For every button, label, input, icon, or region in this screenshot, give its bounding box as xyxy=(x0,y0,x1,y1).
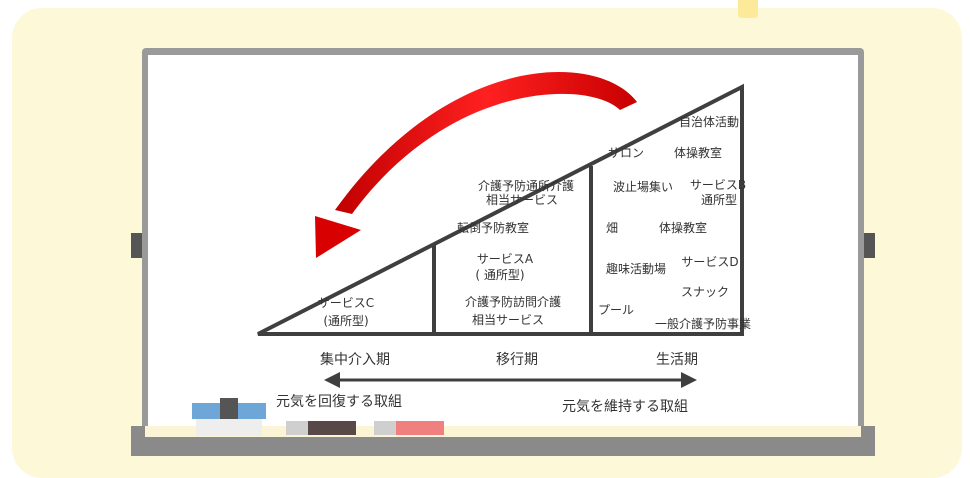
salon: サロン xyxy=(608,146,644,160)
double-arrow-right-head xyxy=(681,372,697,388)
hobby-place: 趣味活動場 xyxy=(606,261,666,276)
curved-arrow-head xyxy=(315,216,361,258)
stand-left xyxy=(131,233,145,258)
exercise-class-2: 体操教室 xyxy=(659,220,707,235)
stand-right xyxy=(861,233,875,258)
eraser-felt xyxy=(196,419,262,436)
goal-maintain: 元気を維持する取組 xyxy=(562,399,688,415)
curved-arrow-body xyxy=(335,71,637,215)
service-d: サービスD xyxy=(681,255,738,269)
municipal-activity: 自治体活動 xyxy=(679,115,739,129)
care-prevention-visit-line1: 介護予防訪問介護 xyxy=(465,294,561,309)
service-a-line1: サービスA xyxy=(477,252,534,266)
exercise-class-1: 体操教室 xyxy=(674,145,722,160)
care-prevention-visit-line2: 相当サービス xyxy=(472,313,544,327)
marker-cap-red xyxy=(374,421,398,435)
service-b-line1: サービスB xyxy=(690,178,746,192)
double-arrow-left-head xyxy=(324,372,340,388)
pier-gathering: 波止場集い xyxy=(613,179,673,194)
marker-dark xyxy=(308,421,356,435)
phase-living: 生活期 xyxy=(656,352,698,368)
accent-tab xyxy=(738,0,758,18)
phase-intensive: 集中介入期 xyxy=(320,351,390,368)
service-c-line1: サービスC xyxy=(318,296,374,310)
general-care-prevention: 一般介護予防事業 xyxy=(655,316,751,331)
field: 畑 xyxy=(606,221,618,235)
care-prevention-day-line2: 相当サービス xyxy=(486,193,558,207)
triangle-outline xyxy=(257,83,744,336)
service-a-line2: ( 通所型) xyxy=(475,268,524,282)
phase-transition: 移行期 xyxy=(496,352,538,368)
eraser-handle xyxy=(220,398,238,420)
board-surface xyxy=(148,55,858,427)
snack-bar: スナック xyxy=(681,285,729,299)
pool: プール xyxy=(598,303,634,317)
goal-recover: 元気を回復する取組 xyxy=(276,393,402,410)
service-c-line2: (通所型) xyxy=(323,314,368,328)
marker-cap-dark xyxy=(286,421,310,435)
care-prevention-day-line1: 介護予防通所介護 xyxy=(478,178,574,193)
tray-lip xyxy=(145,426,861,437)
service-b-line2: 通所型 xyxy=(701,193,737,207)
marker-red xyxy=(396,421,444,435)
fall-prevention-class: 転倒予防教室 xyxy=(457,220,529,235)
